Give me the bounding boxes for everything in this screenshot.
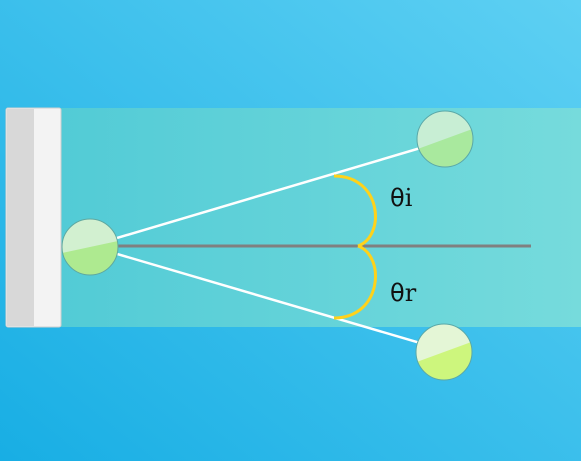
incident-angle-arc (333, 174, 377, 248)
wall-icon (5, 107, 62, 328)
incident-ball-icon (416, 110, 474, 168)
incident-angle-label: θi (390, 184, 413, 212)
reflected-angle-label: θr (390, 279, 417, 307)
reflected-angle-arc (333, 244, 377, 320)
reflection-band (58, 108, 581, 327)
reflected-ray (89, 244, 445, 352)
reflected-ball-icon (415, 323, 473, 381)
source-ball-icon (61, 218, 119, 276)
incident-ray (89, 139, 445, 248)
